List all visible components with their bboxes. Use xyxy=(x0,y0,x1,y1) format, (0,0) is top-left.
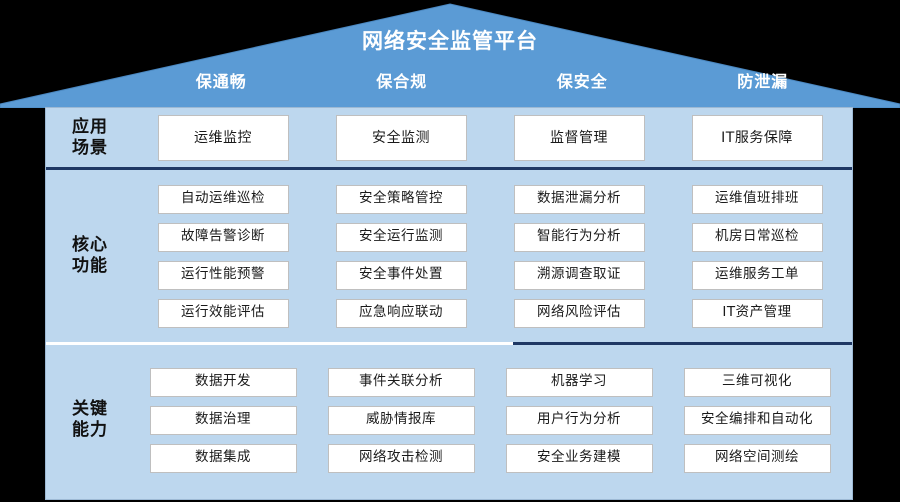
band-grid-application-scenarios: 运维监控 安全监测 监督管理 IT服务保障 xyxy=(134,114,852,161)
scenario-cell[interactable]: 安全监测 xyxy=(335,114,467,161)
function-cell[interactable]: 运维服务工单 xyxy=(691,260,823,290)
function-cell[interactable]: 数据泄漏分析 xyxy=(513,184,645,214)
band-core-functions: 核心 功能 自动运维巡检 安全策略管控 数据泄漏分析 运维值班排班 故障告警诊断… xyxy=(46,170,852,345)
pillar-label-4: 防泄漏 xyxy=(737,72,789,91)
band-grid-core-functions: 自动运维巡检 安全策略管控 数据泄漏分析 运维值班排班 故障告警诊断 安全运行监… xyxy=(134,184,852,328)
capability-cell[interactable]: 机器学习 xyxy=(505,367,653,397)
capability-cell[interactable]: 数据集成 xyxy=(149,443,297,473)
pillar-label-1: 保通畅 xyxy=(195,72,247,91)
band-application-scenarios: 应用 场景 运维监控 安全监测 监督管理 IT服务保障 xyxy=(46,108,852,170)
roof-triangle: 网络安全监管平台 保通畅 保合规 保安全 防泄漏 xyxy=(0,0,900,108)
scenario-cell[interactable]: 监督管理 xyxy=(513,114,645,161)
pillar-label-2: 保合规 xyxy=(376,72,428,91)
capability-cell[interactable]: 网络攻击检测 xyxy=(327,443,475,473)
function-cell[interactable]: 应急响应联动 xyxy=(335,298,467,328)
function-cell[interactable]: 运行性能预警 xyxy=(157,260,289,290)
band-label-line-1: 关键 xyxy=(72,399,108,420)
function-cell[interactable]: 安全运行监测 xyxy=(335,222,467,252)
pillar-labels: 保通畅 保合规 保安全 防泄漏 xyxy=(131,74,853,90)
band-label-key-capabilities: 关键 能力 xyxy=(46,399,134,440)
scenario-cell[interactable]: IT服务保障 xyxy=(691,114,823,161)
capability-cell[interactable]: 数据开发 xyxy=(149,367,297,397)
function-cell[interactable]: 安全事件处置 xyxy=(335,260,467,290)
divider-highlight xyxy=(46,342,514,345)
band-label-line-2: 功能 xyxy=(72,256,108,276)
house-body-panel: 应用 场景 运维监控 安全监测 监督管理 IT服务保障 核心 功能 自动运维巡检… xyxy=(45,107,853,500)
capability-cell[interactable]: 用户行为分析 xyxy=(505,405,653,435)
capability-cell[interactable]: 网络空间测绘 xyxy=(683,443,831,473)
band-label-line-2: 场景 xyxy=(72,137,108,158)
function-cell[interactable]: 自动运维巡检 xyxy=(157,184,289,214)
pillar-label-3: 保安全 xyxy=(556,72,608,91)
band-label-line-2: 能力 xyxy=(72,420,108,440)
capability-cell[interactable]: 安全业务建模 xyxy=(505,443,653,473)
band-label-core-functions: 核心 功能 xyxy=(46,235,134,276)
band-label-line-1: 应用 xyxy=(72,116,108,137)
capability-cell[interactable]: 数据治理 xyxy=(149,405,297,435)
function-cell[interactable]: 运维值班排班 xyxy=(691,184,823,214)
band-label-application-scenarios: 应用 场景 xyxy=(46,117,134,158)
function-cell[interactable]: 故障告警诊断 xyxy=(157,222,289,252)
function-cell[interactable]: IT资产管理 xyxy=(691,298,823,328)
function-cell[interactable]: 安全策略管控 xyxy=(335,184,467,214)
function-cell[interactable]: 网络风险评估 xyxy=(513,298,645,328)
platform-title: 网络安全监管平台 xyxy=(362,29,538,53)
capability-cell[interactable]: 安全编排和自动化 xyxy=(683,405,831,435)
capability-cell[interactable]: 威胁情报库 xyxy=(327,405,475,435)
capability-cell[interactable]: 事件关联分析 xyxy=(327,367,475,397)
band-key-capabilities: 关键 能力 数据开发 事件关联分析 机器学习 三维可视化 数据治理 威胁情报库 … xyxy=(46,345,852,495)
scenario-cell[interactable]: 运维监控 xyxy=(157,114,289,161)
band-grid-key-capabilities: 数据开发 事件关联分析 机器学习 三维可视化 数据治理 威胁情报库 用户行为分析… xyxy=(134,367,852,473)
function-cell[interactable]: 机房日常巡检 xyxy=(691,222,823,252)
capability-cell[interactable]: 三维可视化 xyxy=(683,367,831,397)
function-cell[interactable]: 运行效能评估 xyxy=(157,298,289,328)
band-label-line-1: 核心 xyxy=(72,235,108,256)
function-cell[interactable]: 智能行为分析 xyxy=(513,222,645,252)
function-cell[interactable]: 溯源调查取证 xyxy=(513,260,645,290)
